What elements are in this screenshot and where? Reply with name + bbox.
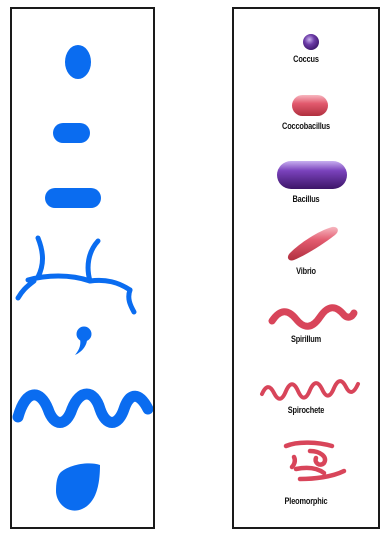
label-pleomorphic: Pleomorphic bbox=[247, 496, 365, 506]
bacillus-image bbox=[277, 161, 347, 189]
blue-spirochete-shape bbox=[18, 394, 148, 423]
spirillum-image bbox=[272, 308, 354, 327]
label-coccus: Coccus bbox=[247, 54, 365, 64]
left-shape-panel bbox=[10, 7, 155, 529]
blue-vibrio-shape bbox=[75, 327, 92, 356]
blue-coccobacillus-shape bbox=[53, 123, 90, 143]
label-spirochete: Spirochete bbox=[247, 405, 365, 415]
label-spirillum: Spirillum bbox=[247, 334, 365, 344]
label-coccobacillus: Coccobacillus bbox=[247, 121, 365, 131]
blue-branched-shape bbox=[18, 238, 134, 312]
right-shape-panel: Coccus Coccobacillus Bacillus Vibrio Spi… bbox=[232, 7, 380, 529]
left-shapes-svg bbox=[12, 9, 153, 527]
blue-pleomorphic-shape bbox=[56, 463, 100, 510]
coccus-image bbox=[303, 34, 319, 50]
blue-coccus-shape bbox=[65, 45, 91, 79]
vibrio-image bbox=[288, 227, 338, 261]
blue-bacillus-shape bbox=[45, 188, 101, 208]
spirochete-image bbox=[262, 381, 358, 399]
label-vibrio: Vibrio bbox=[247, 266, 365, 276]
pleomorphic-image bbox=[286, 443, 344, 479]
coccobacillus-image bbox=[292, 95, 328, 116]
label-bacillus: Bacillus bbox=[247, 194, 365, 204]
